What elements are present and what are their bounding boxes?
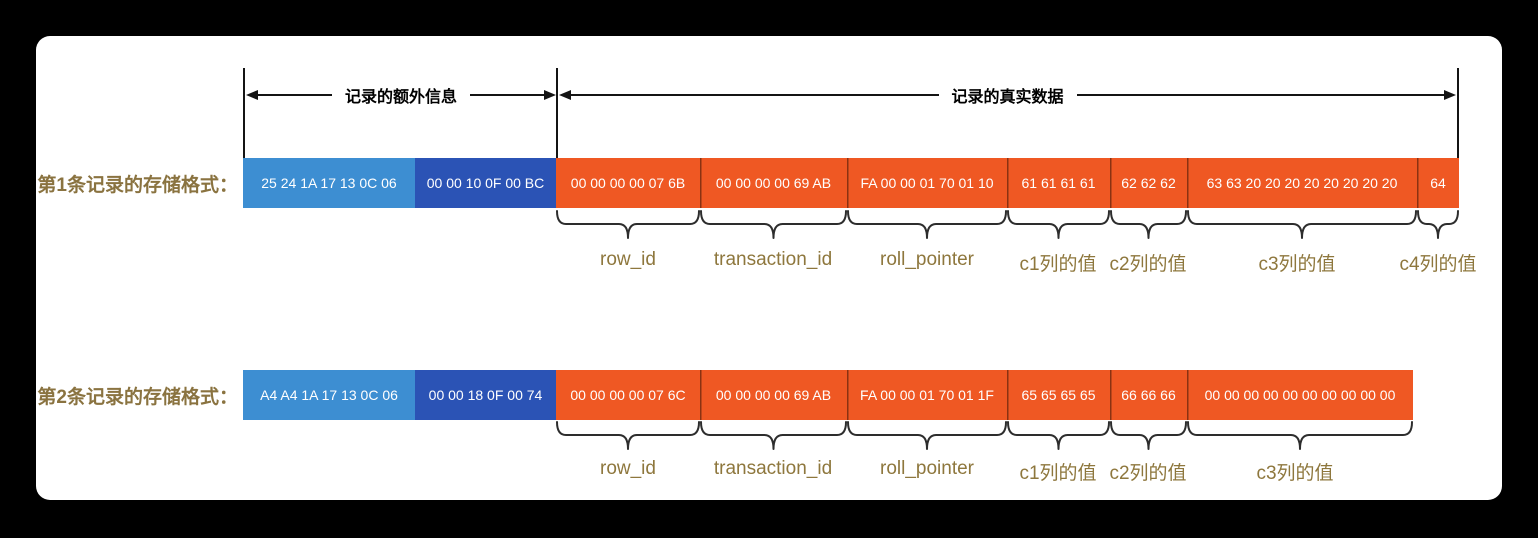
hex-cell-roll-pointer: FA 00 00 01 70 01 1F bbox=[847, 370, 1007, 420]
hex-cell-record-header: 00 00 10 0F 00 BC bbox=[415, 158, 556, 208]
arrow-line bbox=[571, 94, 939, 96]
hex-cell-transaction-id: 00 00 00 00 69 AB bbox=[700, 370, 847, 420]
field-label-c2: c2列的值 bbox=[1109, 463, 1187, 484]
field-label-row-id: row_id bbox=[600, 458, 656, 479]
hex-cell-c2: 66 66 66 bbox=[1110, 370, 1187, 420]
hex-cell-transaction-id: 00 00 00 00 69 AB bbox=[700, 158, 847, 208]
field-label-transaction-id: transaction_id bbox=[713, 458, 833, 479]
field-label-c4: c4列的值 bbox=[1399, 254, 1477, 275]
hex-cell-record-header: 00 00 18 0F 00 74 bbox=[415, 370, 556, 420]
arrow-line bbox=[470, 94, 545, 96]
field-label-c3: c3列的值 bbox=[1258, 254, 1336, 275]
arrow-line bbox=[258, 94, 332, 96]
hex-cell-c1: 65 65 65 65 bbox=[1007, 370, 1110, 420]
hex-cell-variable-length-list: A4 A4 1A 17 13 0C 06 bbox=[243, 370, 415, 420]
hex-cell-row-id: 00 00 00 00 07 6B bbox=[556, 158, 700, 208]
field-label-roll-pointer: roll_pointer bbox=[880, 458, 974, 479]
real-data-label: 记录的真实数据 bbox=[951, 89, 1064, 106]
dimension-arrow-extra-info: 记录的额外信息 bbox=[246, 86, 557, 106]
arrow-line bbox=[1076, 94, 1445, 96]
dimension-tick-left bbox=[243, 68, 245, 158]
extra-info-label: 记录的额外信息 bbox=[345, 89, 458, 106]
arrowhead-left-icon bbox=[559, 90, 571, 100]
hex-cell-c3: 00 00 00 00 00 00 00 00 00 00 bbox=[1187, 370, 1413, 420]
field-label-transaction-id: transaction_id bbox=[713, 249, 833, 270]
field-label-roll-pointer: roll_pointer bbox=[880, 249, 974, 270]
field-label-c1: c1列的值 bbox=[1019, 463, 1097, 484]
arrowhead-right-icon bbox=[544, 90, 557, 100]
arrowhead-right-icon bbox=[1444, 90, 1457, 100]
hex-cell-c4: 64 bbox=[1417, 158, 1459, 208]
hex-cell-c3: 63 63 20 20 20 20 20 20 20 20 bbox=[1187, 158, 1417, 208]
hex-cell-variable-length-list: 25 24 1A 17 13 0C 06 bbox=[243, 158, 415, 208]
field-label-c3: c3列的值 bbox=[1256, 463, 1334, 484]
record-2-title: 第2条记录的存储格式： bbox=[37, 387, 238, 408]
field-label-row-id: row_id bbox=[600, 249, 656, 270]
record-1-title: 第1条记录的存储格式： bbox=[37, 175, 238, 196]
hex-cell-c1: 61 61 61 61 bbox=[1007, 158, 1110, 208]
hex-cell-roll-pointer: FA 00 00 01 70 01 10 bbox=[847, 158, 1007, 208]
field-label-c2: c2列的值 bbox=[1109, 254, 1187, 275]
dimension-tick-middle bbox=[556, 68, 558, 158]
dimension-tick-right bbox=[1457, 68, 1459, 158]
hex-cell-row-id: 00 00 00 00 07 6C bbox=[556, 370, 700, 420]
field-label-c1: c1列的值 bbox=[1019, 254, 1097, 275]
dimension-arrow-real-data: 记录的真实数据 bbox=[559, 86, 1457, 106]
arrowhead-left-icon bbox=[246, 90, 258, 100]
hex-cell-c2: 62 62 62 bbox=[1110, 158, 1187, 208]
